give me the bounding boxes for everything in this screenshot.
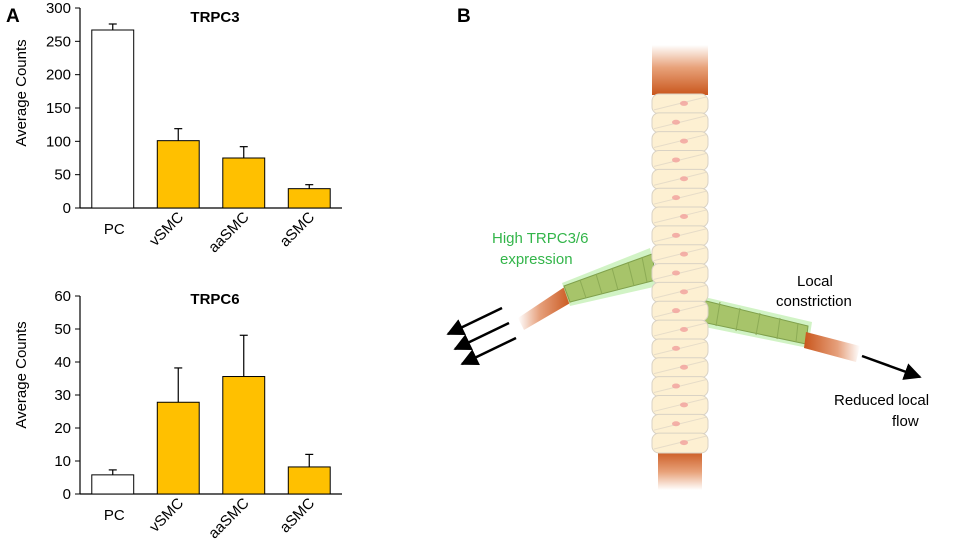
- y-axis-label: Average Counts: [13, 321, 30, 428]
- cell-nucleus: [672, 383, 680, 389]
- vessel-bottom-blood: [658, 450, 702, 490]
- y-tick-label: 20: [54, 420, 71, 437]
- bar: [222, 376, 266, 495]
- vessel-top-blood: [652, 45, 708, 95]
- cell-nucleus: [680, 251, 688, 257]
- x-tick-label: aaSMC: [205, 209, 253, 257]
- y-tick-label: 0: [63, 200, 71, 217]
- cell-nucleus: [672, 119, 680, 125]
- panel-a-label: A: [6, 6, 20, 27]
- label-constriction-line2: constriction: [776, 293, 852, 310]
- y-tick-label: 60: [54, 288, 71, 305]
- y-axis-label: Average Counts: [13, 39, 30, 146]
- bar: [287, 466, 331, 495]
- cell-nucleus: [680, 289, 688, 295]
- x-tick-label: PC: [104, 221, 125, 238]
- x-tick-label: vSMC: [146, 495, 187, 536]
- x-tick-label: aaSMC: [205, 495, 253, 543]
- cell-nucleus: [672, 157, 680, 163]
- cell-nucleus: [672, 195, 680, 201]
- bar: [156, 401, 200, 495]
- flow-arrows-left: [446, 306, 517, 366]
- vessel-diagram: High TRPC3/6 expression Local constricti…: [446, 45, 929, 490]
- cell-nucleus: [680, 364, 688, 370]
- label-constriction-line1: Local: [797, 273, 833, 290]
- arrow-icon: [453, 321, 510, 351]
- cell-nucleus: [680, 138, 688, 144]
- y-tick-label: 200: [46, 67, 71, 84]
- cell-nucleus: [680, 440, 688, 446]
- chart-title: TRPC3: [190, 9, 239, 26]
- panel-b-label: B: [457, 6, 471, 27]
- cell-nucleus: [672, 421, 680, 427]
- label-high-expression-line2: expression: [500, 251, 573, 268]
- cell-nucleus: [680, 402, 688, 408]
- y-tick-label: 300: [46, 0, 71, 17]
- left-branch-blood: [518, 286, 572, 330]
- cell-nucleus: [672, 232, 680, 238]
- y-tick-label: 0: [63, 486, 71, 503]
- x-tick-label: PC: [104, 507, 125, 524]
- y-tick-label: 100: [46, 133, 71, 150]
- x-tick-label: aSMC: [277, 495, 319, 537]
- y-tick-label: 30: [54, 387, 71, 404]
- y-tick-label: 50: [54, 321, 71, 338]
- left-branch-green-cells: [562, 248, 658, 306]
- cell-nucleus: [672, 270, 680, 276]
- cell-nucleus: [672, 308, 680, 314]
- cell-nucleus: [680, 100, 688, 106]
- right-branch-blood: [804, 332, 860, 362]
- y-tick-label: 50: [54, 167, 71, 184]
- cell-nucleus: [680, 327, 688, 333]
- bar: [222, 157, 266, 209]
- chart-title: TRPC6: [190, 291, 239, 308]
- bar: [156, 140, 200, 209]
- bar: [91, 29, 135, 209]
- label-flow-line1: Reduced local: [834, 392, 929, 409]
- arrow-icon: [460, 336, 517, 366]
- cell-nucleus: [680, 213, 688, 219]
- x-tick-label: vSMC: [146, 209, 187, 250]
- cell-nucleus: [680, 176, 688, 182]
- x-tick-label: aSMC: [277, 209, 319, 251]
- cell-nucleus: [672, 345, 680, 351]
- label-flow-line2: flow: [892, 413, 919, 430]
- chart-trpc3: TRPC3 Average Counts 0 50 100 150 200 250 300P…: [13, 0, 342, 256]
- arrow-icon: [446, 306, 503, 336]
- y-tick-label: 150: [46, 100, 71, 117]
- arrow-icon: [861, 354, 922, 380]
- y-tick-label: 10: [54, 453, 71, 470]
- vessel-cell-stack: [651, 93, 709, 454]
- bar: [91, 474, 135, 495]
- bar: [287, 188, 331, 209]
- label-high-expression-line1: High TRPC3/6: [492, 230, 588, 247]
- y-tick-label: 40: [54, 354, 71, 371]
- y-tick-label: 250: [46, 33, 71, 50]
